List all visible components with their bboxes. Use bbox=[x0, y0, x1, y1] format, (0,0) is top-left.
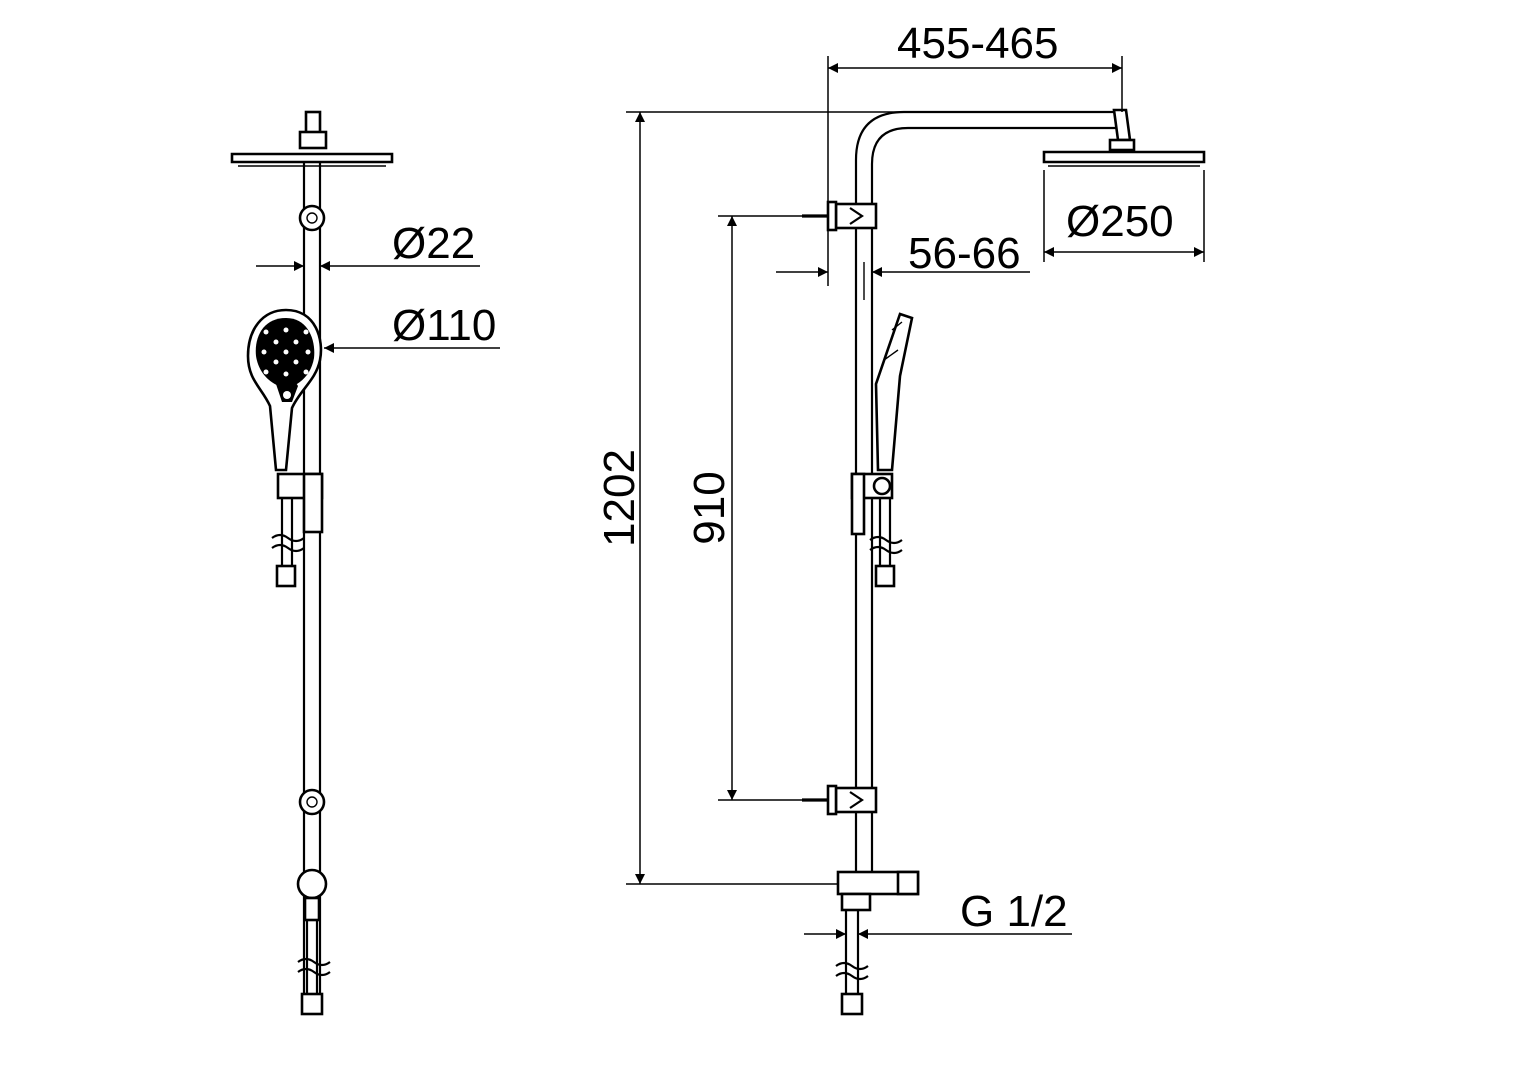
front-bottom-fitting bbox=[300, 992, 324, 1016]
thread-label: G 1/2 bbox=[960, 887, 1068, 936]
side-bottom-break-mark bbox=[835, 961, 869, 981]
side-upper-wall-plate bbox=[826, 200, 838, 232]
arm-reach-label: 455-465 bbox=[897, 19, 1058, 68]
front-lower-bracket bbox=[298, 788, 326, 816]
bracket-spacing-label: 910 bbox=[685, 471, 734, 544]
side-lower-wall-plate bbox=[826, 784, 838, 816]
front-upper-bracket-screw bbox=[306, 212, 318, 224]
side-hand-shower-detail bbox=[883, 321, 903, 361]
rod-diameter-label: Ø22 bbox=[392, 219, 475, 268]
front-lower-bracket-screw bbox=[306, 796, 318, 808]
head-diameter-label: Ø250 bbox=[1066, 197, 1174, 246]
total-height-label: 1202 bbox=[595, 449, 644, 547]
front-hand-shower bbox=[246, 308, 323, 472]
front-hand-hose-break bbox=[271, 533, 305, 553]
side-slider-knob bbox=[872, 476, 892, 496]
hand-shower-nozzles bbox=[261, 327, 311, 377]
side-arm-swivel bbox=[1112, 108, 1132, 142]
wall-distance-label: 56-66 bbox=[908, 229, 1021, 278]
front-hose-connector bbox=[303, 896, 321, 922]
side-hand-hose-fitting bbox=[874, 564, 896, 588]
side-lower-bracket bbox=[834, 786, 878, 814]
side-diverter-outlet bbox=[840, 892, 872, 912]
side-hand-shower bbox=[874, 312, 914, 472]
front-head-joint bbox=[298, 130, 328, 150]
side-bottom-fitting bbox=[840, 992, 864, 1016]
front-slider-clamp bbox=[302, 472, 324, 534]
side-hand-hose-break bbox=[869, 535, 903, 555]
hand-shower-selector bbox=[276, 379, 298, 402]
front-upper-bracket bbox=[298, 204, 326, 232]
side-head-joint bbox=[1108, 138, 1136, 152]
side-slider-clamp bbox=[850, 472, 866, 536]
side-arm-inner bbox=[870, 126, 1118, 204]
front-bottom-break-mark bbox=[297, 957, 331, 977]
front-diverter-knob bbox=[296, 868, 328, 900]
front-view: Ø22 Ø110 bbox=[230, 110, 500, 1016]
front-head-shower bbox=[230, 152, 394, 164]
front-hand-hose-fitting bbox=[275, 564, 297, 588]
side-upper-bracket bbox=[834, 202, 878, 230]
hand-shower-diameter-label: Ø110 bbox=[392, 301, 496, 350]
side-diverter-knob bbox=[896, 870, 920, 896]
side-view: 455-465 Ø250 56-66 910 1202 G 1/2 bbox=[595, 19, 1206, 1016]
side-lower-bracket-detail bbox=[849, 791, 864, 809]
side-head-shower bbox=[1042, 150, 1206, 164]
side-upper-bracket-detail bbox=[849, 207, 864, 225]
